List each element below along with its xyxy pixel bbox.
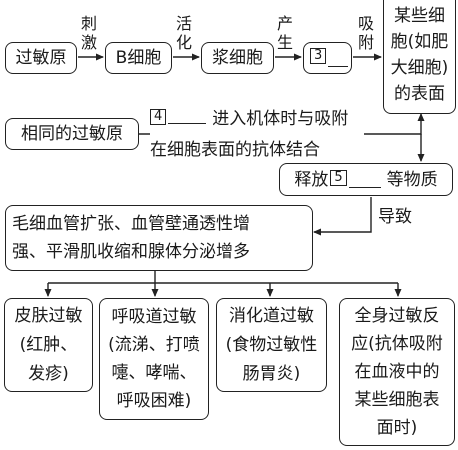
- effects-box: 毛细血管扩张、血管壁通透性增 强、平滑肌收缩和腺体分泌增多: [5, 205, 313, 271]
- edge-activate-label: 活化: [175, 14, 192, 52]
- edge-produce-label: 产生: [276, 14, 293, 52]
- lead-to-label: 导致: [378, 207, 412, 227]
- same-allergen-label: 相同的过敏原: [21, 124, 123, 144]
- respiratory-allergy-box: 呼吸道过敏 (流涕、打喷 嚏、哮喘、 呼吸困难): [99, 298, 209, 420]
- systemic-allergy-box: 全身过敏反 应(抗体吸附 在血液中的 某些细胞表 面时): [339, 298, 455, 446]
- edge-adsorb-label: 吸附: [357, 14, 374, 52]
- target-cell-box: 某些细 胞(如肥 大细胞) 的表面: [383, 0, 456, 114]
- skin-allergy-box: 皮肤过敏 (红肿、 发疹): [4, 298, 93, 392]
- plasma-cell-box: 浆细胞: [201, 42, 274, 74]
- edge-stimulate-label: 刺激: [80, 14, 97, 52]
- antibody-blank-box: 3: [303, 42, 352, 74]
- blank-3-number: 3: [310, 48, 327, 64]
- bind-label: 在细胞表面的抗体结合: [150, 140, 320, 160]
- plasma-cell-label: 浆细胞: [212, 48, 263, 68]
- allergen-label: 过敏原: [15, 48, 67, 68]
- blank-5-number: 5: [330, 169, 347, 186]
- same-allergen-box: 相同的过敏原: [5, 118, 139, 150]
- blank-4-number: 4: [150, 109, 167, 125]
- b-cell-label: B细胞: [115, 48, 162, 68]
- arrow-lead-to: [313, 197, 372, 236]
- digestive-allergy-box: 消化道过敏 (食物过敏性 肠胃炎): [216, 298, 327, 392]
- allergen-box: 过敏原: [5, 42, 77, 74]
- b-cell-box: B细胞: [105, 42, 172, 74]
